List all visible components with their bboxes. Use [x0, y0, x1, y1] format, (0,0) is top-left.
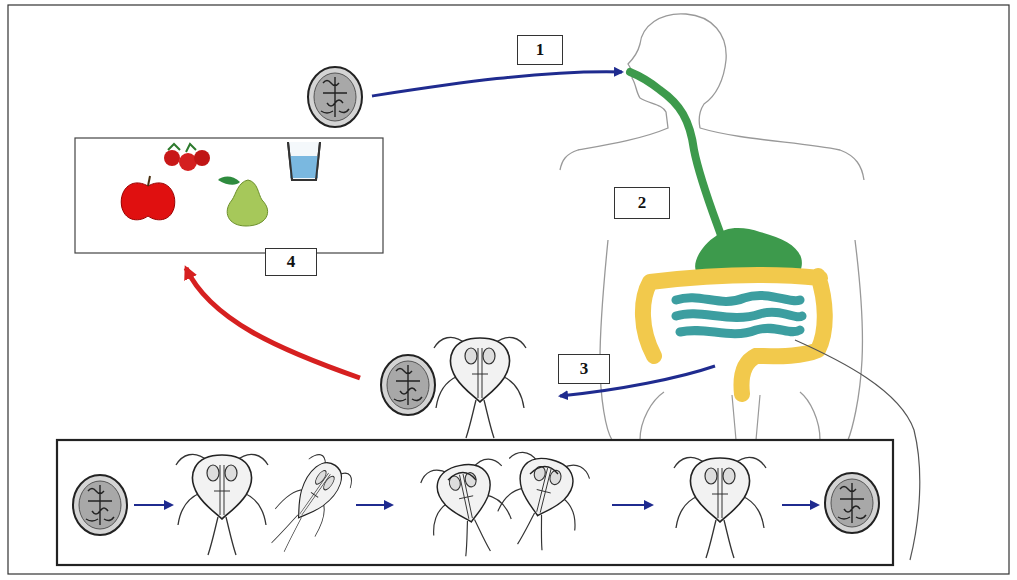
callout-box: 4 — [265, 248, 317, 276]
food-box — [75, 138, 383, 253]
callout-box: 2 — [614, 187, 670, 219]
outer-frame — [8, 5, 1009, 574]
callout-box: 1 — [517, 35, 563, 65]
detail-box — [57, 440, 893, 565]
food-icons — [121, 142, 320, 226]
large-intestine — [643, 275, 825, 394]
cyst — [308, 67, 362, 127]
callout-number: 3 — [580, 359, 589, 379]
trophozoite — [434, 337, 526, 438]
stage-sequence — [73, 449, 879, 562]
callout-box: 3 — [558, 354, 610, 384]
cyst — [381, 355, 435, 415]
ingestion-arrow — [372, 72, 622, 96]
small-intestine — [676, 295, 802, 333]
callout-number: 1 — [536, 40, 545, 60]
callout-number: 4 — [287, 252, 296, 272]
callout-number: 2 — [638, 193, 647, 213]
contamination-arrow — [186, 268, 360, 378]
